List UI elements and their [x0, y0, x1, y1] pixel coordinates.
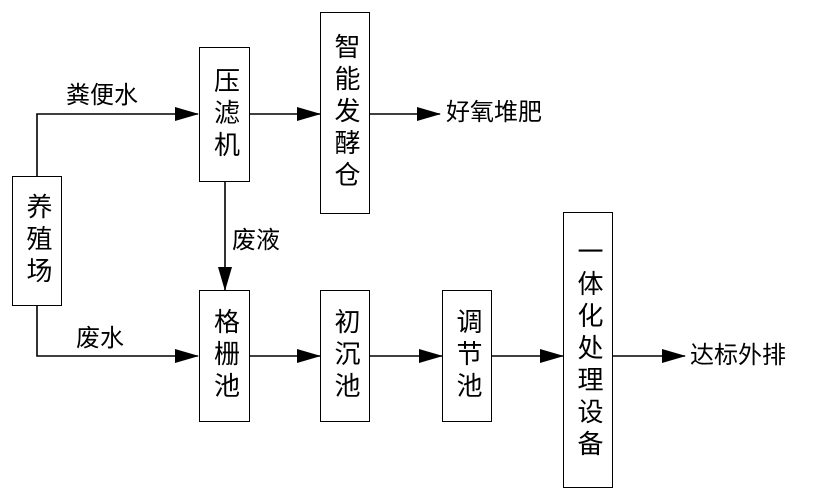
- grille-tank-box: 格栅池: [199, 290, 250, 422]
- farm-box: 养殖场: [12, 176, 62, 306]
- regulating-tank-box: 调节池: [442, 290, 492, 422]
- fermenter-label: 智能发酵仓: [330, 33, 360, 193]
- flow-arrow: [36, 306, 199, 363]
- manure-water-label: 粪便水: [66, 81, 138, 109]
- grille-tank-label: 格栅池: [209, 308, 240, 404]
- fermenter-box: 智能发酵仓: [320, 12, 370, 214]
- primary-settling-box: 初沉池: [320, 290, 370, 422]
- integrated-equipment-label: 一体化处理设备: [573, 238, 603, 462]
- waste-water-label: 废水: [76, 324, 124, 352]
- primary-settling-label: 初沉池: [330, 308, 360, 404]
- farm-label: 养殖场: [22, 193, 52, 289]
- flow-arrow: [36, 107, 199, 176]
- regulating-tank-label: 调节池: [452, 308, 482, 404]
- waste-liquid-label: 废液: [232, 226, 280, 254]
- integrated-equipment-box: 一体化处理设备: [563, 212, 613, 488]
- aerobic-compost-label: 好氧堆肥: [446, 98, 542, 126]
- discharge-label: 达标外排: [690, 341, 786, 369]
- filter-press-box: 压滤机: [199, 47, 250, 182]
- filter-press-label: 压滤机: [209, 66, 240, 163]
